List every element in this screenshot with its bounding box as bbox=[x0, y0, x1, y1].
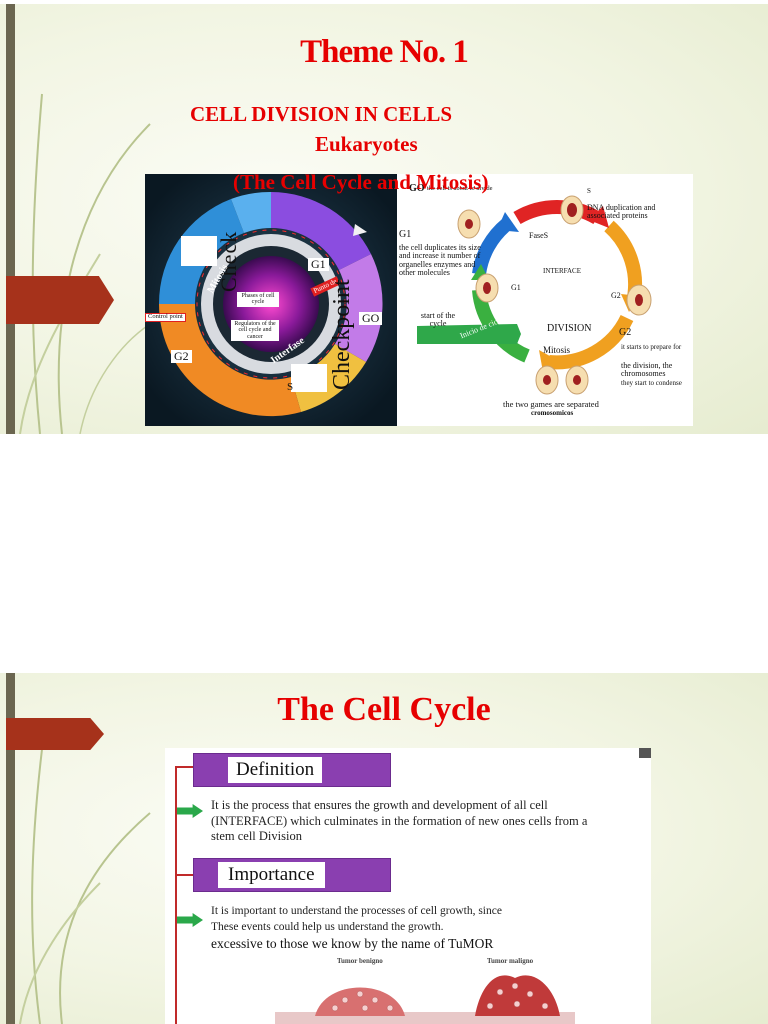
fases-label: FaseS bbox=[529, 231, 549, 240]
g2-label: G2 bbox=[619, 327, 632, 338]
mitosis-label: Mitosis bbox=[543, 345, 571, 355]
tumor-benign-label: Tumor benigno bbox=[337, 957, 383, 965]
g1-ring-label: G1 bbox=[511, 283, 521, 292]
subtitle-cell-cycle-mitosis: (The Cell Cycle and Mitosis) bbox=[233, 170, 489, 194]
checkpoint-label: Checkpoint bbox=[329, 279, 355, 390]
dna-text: DNA duplication and associated proteins bbox=[587, 203, 656, 221]
importance-line-2: These events could help us understand th… bbox=[211, 921, 444, 933]
subtitle-cell-division: CELL DIVISION IN CELLS bbox=[190, 102, 453, 126]
phases-label: Phases of cell cycle bbox=[237, 292, 279, 307]
slide-left-bar bbox=[6, 673, 15, 1024]
g1-label: G1 bbox=[308, 258, 329, 271]
interface-label: INTERFACE bbox=[543, 267, 581, 275]
g1-text: the cell duplicates its size and increas… bbox=[399, 243, 481, 278]
slide-left-bar bbox=[6, 4, 15, 434]
g2-text-3: they start to condense bbox=[621, 379, 682, 387]
slide-arrow-icon bbox=[6, 276, 114, 324]
s-label: S bbox=[587, 187, 591, 195]
s-label: S bbox=[287, 381, 294, 393]
panel-corner bbox=[639, 748, 651, 758]
slide-2: The Cell Cycle Definition It is the proc… bbox=[0, 673, 768, 1024]
definition-heading: Definition bbox=[228, 757, 323, 783]
cell-cycle-wheel-diagram: Check G1 GO G2 S Mitosis Interfase Punto… bbox=[145, 174, 397, 426]
decorative-grass-icon bbox=[19, 732, 151, 1024]
slide-title: The Cell Cycle bbox=[277, 691, 491, 728]
regulators-label: Regulators of the cell cycle and cancer bbox=[231, 320, 279, 341]
panel-vertical-line bbox=[175, 766, 177, 1024]
white-patch bbox=[181, 236, 217, 266]
green-arrow-icon bbox=[177, 913, 203, 927]
division-label: DIVISION bbox=[547, 323, 592, 334]
white-patch bbox=[291, 364, 327, 392]
slide-title: Theme No. 1 bbox=[300, 34, 469, 70]
start-text: start of the cycle bbox=[420, 311, 456, 329]
interphase-mitosis-diagram: GO the cell is about to divide S DNA dup… bbox=[397, 174, 693, 426]
slide-1: Theme No. 1 CELL DIVISION IN CELLS Eukar… bbox=[0, 4, 768, 434]
cell-cycle-definition-panel: Definition It is the process that ensure… bbox=[165, 748, 651, 1024]
g2-ring-label: G2 bbox=[611, 291, 621, 300]
g2-text-2: the division, the chromosomes bbox=[621, 361, 673, 379]
importance-heading: Importance bbox=[218, 862, 325, 888]
tumor-illustration bbox=[275, 975, 575, 1024]
importance-line-1: It is important to understand the proces… bbox=[211, 905, 502, 917]
tumor-malign-label: Tumor maligno bbox=[487, 957, 534, 965]
g1-label: G1 bbox=[399, 229, 412, 240]
cromosomicos-label: cromosomicos bbox=[531, 409, 574, 417]
definition-text: It is the process that ensures the growt… bbox=[211, 798, 588, 844]
go-label: GO bbox=[409, 183, 425, 194]
bottom-text: the two games are separated bbox=[503, 399, 599, 409]
g2-text-1: it starts to prepare for bbox=[621, 343, 682, 351]
go-label: GO bbox=[359, 312, 383, 325]
importance-header: Importance bbox=[193, 858, 391, 892]
slide-arrow-icon bbox=[6, 718, 104, 750]
go-text: the cell is about to divide bbox=[427, 185, 493, 192]
definition-header: Definition bbox=[193, 753, 391, 787]
control-point-label: Control point bbox=[145, 313, 186, 322]
g2-label: G2 bbox=[171, 350, 192, 363]
green-arrow-icon bbox=[177, 804, 203, 818]
subtitle-eukaryotes: Eukaryotes bbox=[315, 132, 418, 156]
importance-line-3: excessive to those we know by the name o… bbox=[211, 936, 494, 951]
